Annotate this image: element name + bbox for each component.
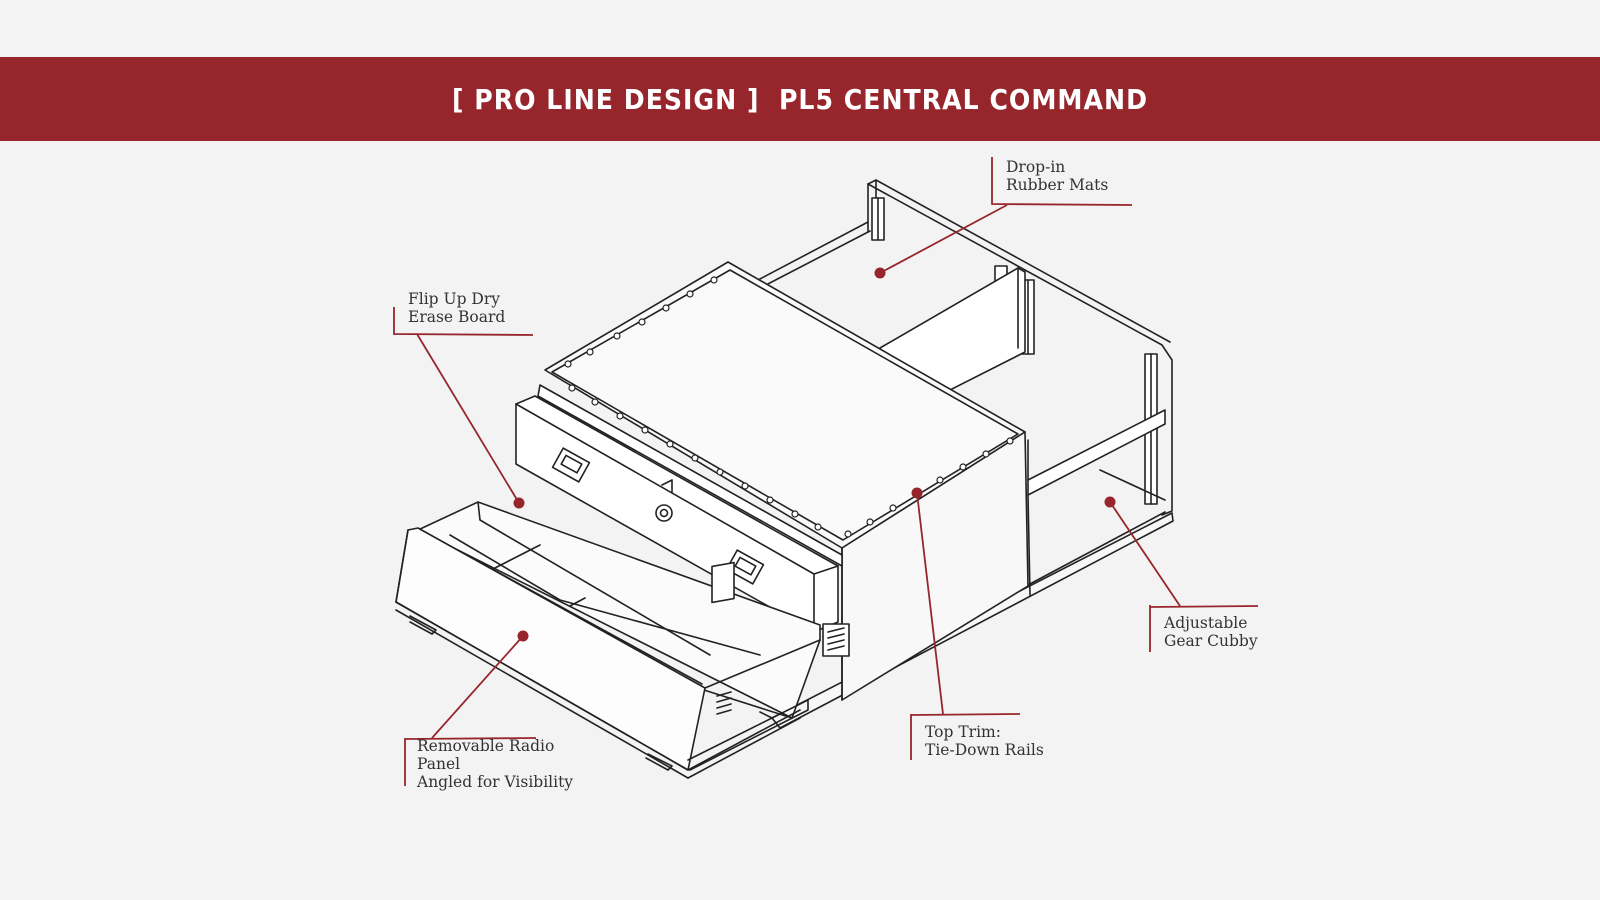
callout-line: Tie-Down Rails	[925, 741, 1044, 759]
callout-line: Adjustable	[1164, 614, 1248, 632]
callout-line: Removable Radio	[417, 737, 555, 755]
callout-gear-cubby: Adjustable Gear Cubby	[1164, 614, 1258, 650]
banner-title: [ PRO LINE DESIGN ] PL5 CENTRAL COMMAND	[452, 82, 1148, 116]
title-banner: [ PRO LINE DESIGN ] PL5 CENTRAL COMMAND	[0, 57, 1600, 141]
callout-line: Angled for Visibility	[417, 773, 574, 791]
callout-leaders	[393, 157, 1259, 786]
mats-dot	[874, 267, 886, 279]
radio-panel-dot	[517, 630, 529, 642]
cabinet-drawing	[395, 179, 1174, 779]
erase-board-dot	[513, 497, 525, 509]
callout-top-trim: Top Trim: Tie-Down Rails	[925, 723, 1044, 759]
top-trim-dot	[911, 487, 923, 499]
callout-line: Rubber Mats	[1006, 176, 1109, 194]
callout-erase-board: Flip Up Dry Erase Board	[408, 290, 505, 326]
callout-line: Flip Up Dry	[408, 290, 501, 308]
callout-dots	[513, 267, 1116, 642]
callout-line: Panel	[417, 755, 461, 773]
callout-radio-panel: Removable Radio Panel Angled for Visibil…	[417, 737, 573, 791]
callout-drop-in-mats: Drop-in Rubber Mats	[1006, 158, 1108, 194]
callout-line: Top Trim:	[925, 723, 1001, 741]
gear-cubby-dot	[1104, 496, 1116, 508]
callout-line: Erase Board	[408, 308, 506, 326]
callout-line: Drop-in	[1006, 158, 1066, 176]
callout-line: Gear Cubby	[1164, 632, 1258, 650]
